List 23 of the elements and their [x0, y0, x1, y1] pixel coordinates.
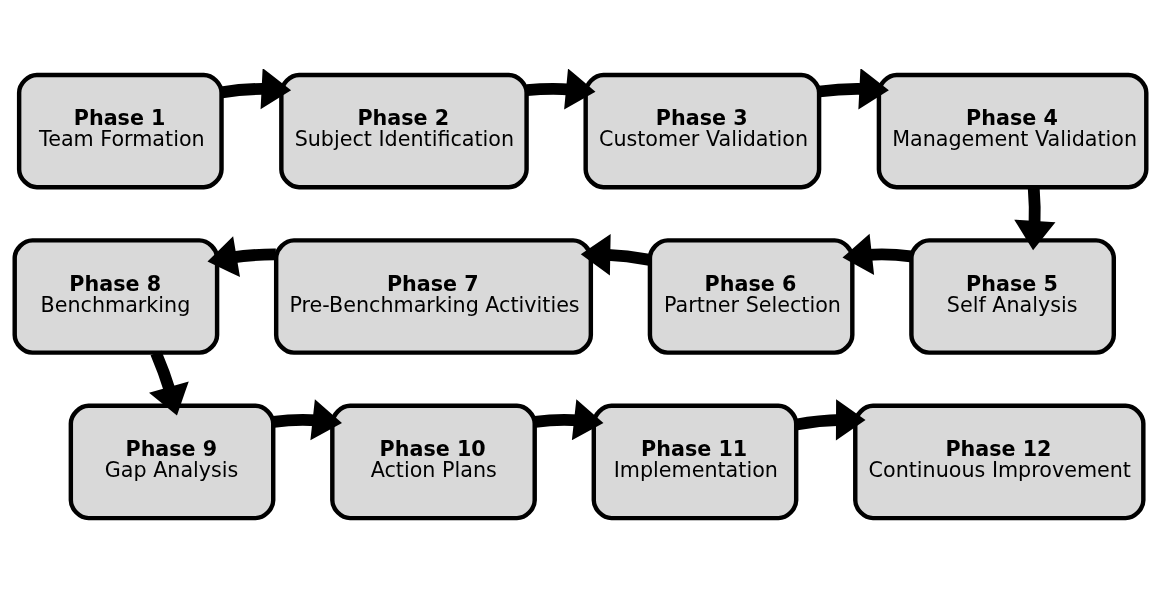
arrow: [526, 68, 596, 110]
arrow: [534, 398, 604, 440]
node-box: Phase 6 Partner Selection: [647, 237, 855, 355]
node-box: Phase 8 Benchmarking: [12, 237, 220, 355]
node-box: Phase 4 Management Validation: [876, 72, 1149, 189]
node-box: Phase 12 Continuous Improvement: [853, 403, 1146, 520]
arrow: [1014, 186, 1056, 250]
node-box: Phase 9 Gap Analysis: [68, 403, 276, 520]
node-box: Phase 3 Customer Validation: [583, 72, 822, 189]
arrow: [580, 233, 651, 275]
node-box: Phase 7 Pre-Benchmarking Activities: [273, 237, 594, 355]
arrow: [220, 68, 292, 109]
node-box: Phase 5 Self Analysis: [909, 237, 1116, 355]
arrow: [818, 68, 889, 109]
node-box: Phase 11 Implementation: [591, 403, 799, 520]
node-box: Phase 10 Action Plans: [330, 403, 537, 520]
arrow: [149, 350, 189, 415]
arrow: [272, 398, 342, 440]
arrow: [207, 235, 276, 277]
node-box: Phase 2 Subject Identification: [279, 72, 529, 189]
arrow: [842, 233, 912, 275]
node-box: Phase 1 Team Formation: [16, 72, 224, 189]
arrow: [795, 398, 866, 441]
